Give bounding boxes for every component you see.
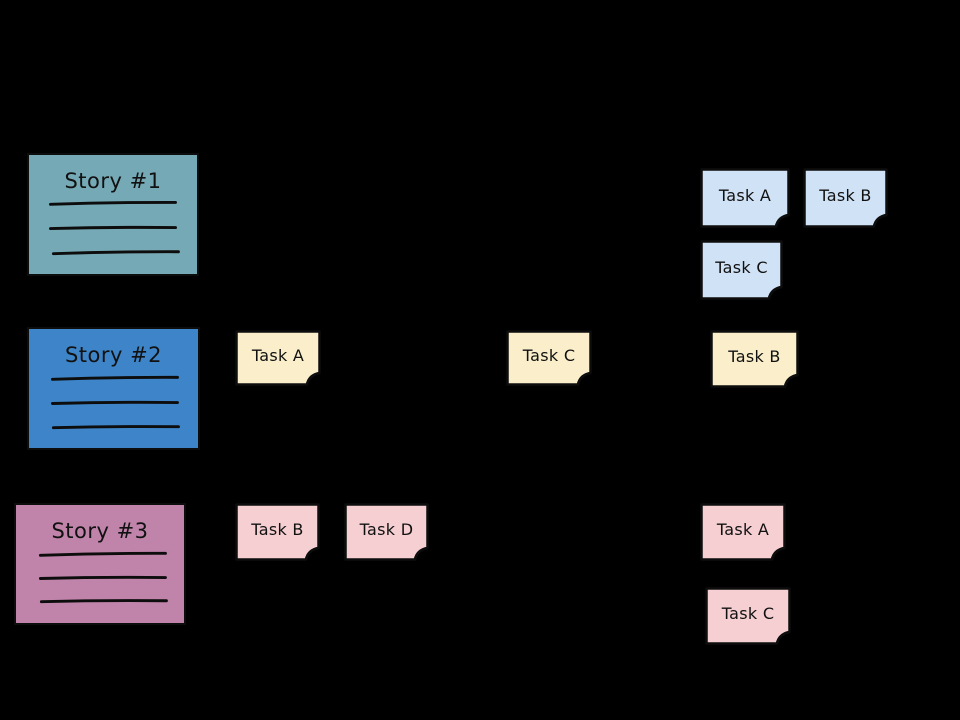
sticky-note-fold-icon bbox=[576, 371, 592, 386]
task-note[interactable]: Task B bbox=[235, 503, 320, 561]
story-line-1 bbox=[50, 375, 179, 381]
sticky-note-shape bbox=[700, 168, 790, 228]
task-note[interactable]: Task A bbox=[700, 168, 790, 228]
sticky-note-fold-icon bbox=[783, 373, 799, 388]
task-note[interactable]: Task D bbox=[344, 503, 429, 561]
sticky-note-fold-icon bbox=[305, 371, 321, 386]
story-title: Story #2 bbox=[64, 343, 163, 367]
sticky-note-shape bbox=[506, 330, 592, 386]
task-label: Task A bbox=[718, 185, 772, 205]
sticky-note-shape bbox=[710, 330, 799, 388]
story-title: Story #3 bbox=[51, 519, 149, 543]
task-label: Task B bbox=[819, 185, 872, 205]
sticky-note-fold-icon bbox=[872, 213, 888, 228]
story-line-2 bbox=[50, 400, 179, 405]
task-label: Task C bbox=[522, 345, 576, 365]
sticky-note-fold-icon bbox=[775, 630, 791, 645]
task-label: Task A bbox=[716, 519, 770, 539]
sticky-note-shape bbox=[700, 503, 786, 561]
sticky-note-fold-icon bbox=[413, 546, 429, 561]
task-note[interactable]: Task C bbox=[506, 330, 592, 386]
task-note[interactable]: Task C bbox=[705, 587, 791, 645]
story-card-3[interactable]: Story #3 bbox=[14, 503, 186, 625]
task-label: Task A bbox=[251, 345, 305, 365]
task-label: Task B bbox=[251, 519, 304, 539]
task-label: Task D bbox=[359, 519, 414, 539]
story-card-2[interactable]: Story #2 bbox=[27, 327, 200, 450]
task-note[interactable]: Task C bbox=[700, 240, 783, 300]
sticky-note-fold-icon bbox=[774, 213, 790, 228]
task-label: Task C bbox=[715, 257, 768, 277]
task-label: Task C bbox=[721, 603, 775, 623]
sticky-note-fold-icon bbox=[770, 546, 786, 561]
sticky-note-shape bbox=[700, 240, 783, 300]
sticky-note-shape bbox=[235, 330, 321, 386]
story-line-3 bbox=[51, 250, 180, 256]
sticky-note-fold-icon bbox=[767, 285, 783, 300]
sticky-note-fold-icon bbox=[304, 546, 320, 561]
story-line-1 bbox=[49, 200, 177, 206]
sticky-note-shape bbox=[344, 503, 429, 561]
story-line-1 bbox=[38, 551, 167, 557]
story-line-3 bbox=[39, 599, 168, 604]
task-note[interactable]: Task B bbox=[710, 330, 799, 388]
task-note[interactable]: Task A bbox=[235, 330, 321, 386]
task-note[interactable]: Task A bbox=[700, 503, 786, 561]
story-line-2 bbox=[38, 575, 167, 580]
story-card-1[interactable]: Story #1 bbox=[27, 153, 199, 276]
task-label: Task B bbox=[728, 346, 781, 366]
sticky-note-shape bbox=[705, 587, 791, 645]
story-title: Story #1 bbox=[64, 169, 162, 193]
task-note[interactable]: Task B bbox=[803, 168, 888, 228]
sticky-note-shape bbox=[803, 168, 888, 228]
sticky-note-shape bbox=[235, 503, 320, 561]
story-line-2 bbox=[49, 225, 177, 230]
story-line-3 bbox=[51, 425, 180, 430]
